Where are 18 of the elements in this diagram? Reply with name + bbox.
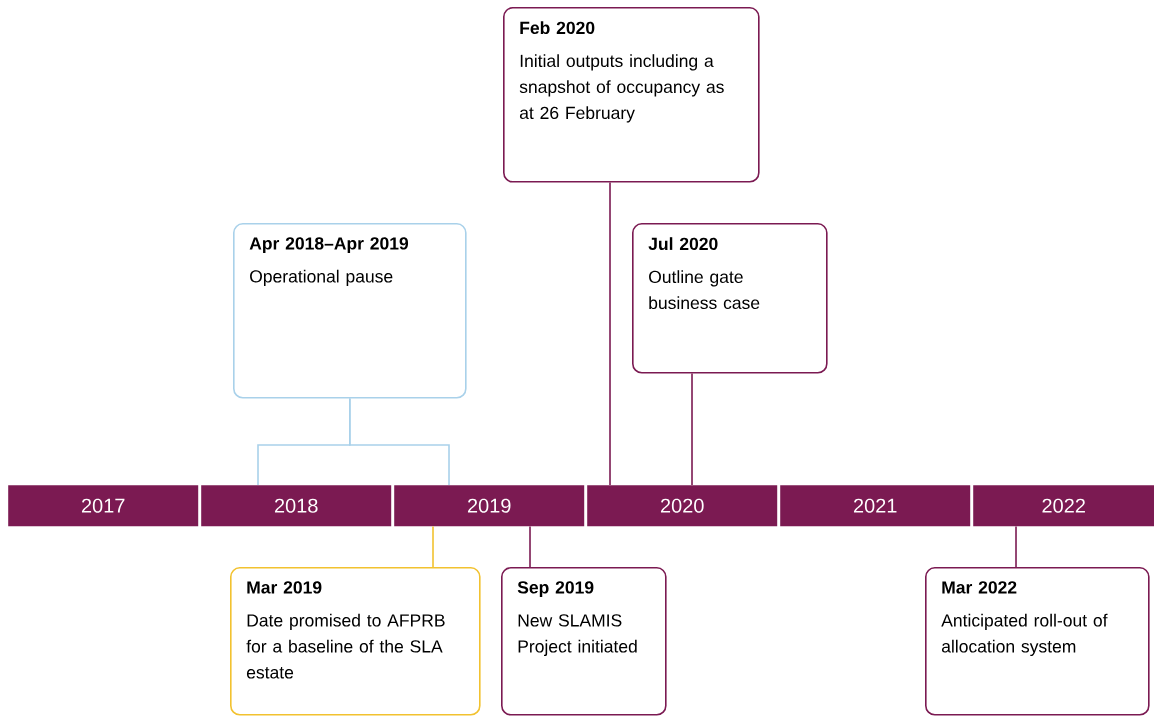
connector-line — [432, 525, 434, 568]
event-box: Jul 2020 Outline gate business case — [632, 223, 828, 374]
connector-line — [529, 525, 531, 568]
event-box: Mar 2022 Anticipated roll-out of allocation system — [925, 567, 1150, 716]
connector-line — [609, 181, 611, 486]
connector-line — [691, 372, 693, 486]
event-box: Sep 2019 New SLAMIS Project initiated — [501, 567, 667, 716]
year-band: 2018 — [201, 485, 392, 527]
year-band: 2017 — [8, 485, 199, 527]
connector-line — [349, 397, 450, 486]
event-box: Apr 2018–Apr 2019 Operational pause — [233, 223, 467, 399]
year-band: 2021 — [780, 485, 971, 527]
year-band: 2022 — [973, 485, 1154, 527]
event-box: Feb 2020 Initial outputs including a snapshot of occupancy as at 26 February — [503, 7, 760, 183]
connector-line — [1015, 525, 1017, 568]
year-band: 2020 — [587, 485, 778, 527]
event-box: Mar 2019 Date promised to AFPRB for a baseline of the SLA estate — [230, 567, 481, 716]
year-band: 2019 — [394, 485, 585, 527]
